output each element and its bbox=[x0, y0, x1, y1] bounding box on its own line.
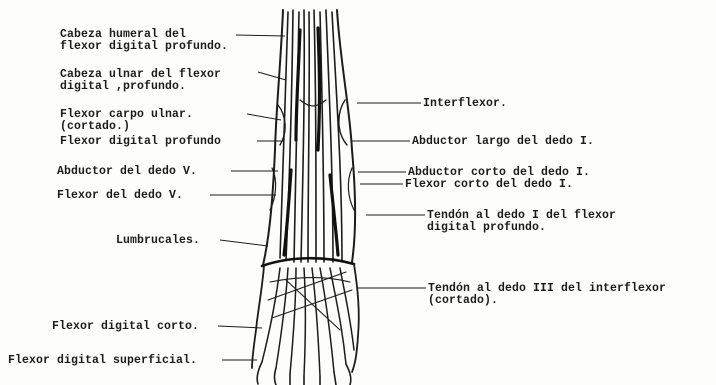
label-cabeza-ulnar: Cabeza ulnar del flexor digital ,profund… bbox=[60, 69, 221, 93]
label-flexor-corto-dedo-i: Flexor corto del dedo I. bbox=[405, 179, 573, 191]
label-tendon-dedo-i: Tendón al dedo I del flexor digital prof… bbox=[427, 210, 616, 234]
label-flexor-dedo-v: Flexor del dedo V. bbox=[57, 190, 183, 202]
label-flexor-digital-corto: Flexor digital corto. bbox=[52, 321, 199, 333]
forearm-outline-left bbox=[263, 10, 283, 265]
forearm-fibers bbox=[280, 10, 342, 262]
muscle-bulge-right bbox=[339, 100, 347, 145]
label-abductor-dedo-v: Abductor del dedo V. bbox=[57, 166, 197, 178]
label-flexor-digital-superficial: Flexor digital superficial. bbox=[8, 355, 197, 367]
palm-outline-right bbox=[352, 264, 359, 372]
label-lumbrucales: Lumbrucales. bbox=[116, 235, 200, 247]
forearm-outline-right bbox=[337, 10, 355, 262]
label-flexor-digital-profundo: Flexor digital profundo bbox=[60, 136, 221, 148]
palm-tendons bbox=[262, 268, 354, 376]
leader-lumbrucales bbox=[220, 240, 268, 246]
label-cabeza-humeral: Cabeza humeral del flexor digital profun… bbox=[60, 29, 228, 53]
label-interflexor: Interflexor. bbox=[423, 98, 507, 110]
leader-cabeza-ulnar bbox=[258, 72, 286, 80]
leader-flexor-digital-corto bbox=[218, 326, 262, 328]
palm-outline-left bbox=[252, 266, 264, 368]
label-flexor-carpo-ulnar: Flexor carpo ulnar. (cortado.) bbox=[60, 109, 193, 133]
label-tendon-dedo-iii: Tendón al dedo III del interflexor (cort… bbox=[428, 283, 666, 307]
leader-cabeza-humeral bbox=[236, 35, 285, 36]
label-abductor-largo-dedo-i: Abductor largo del dedo I. bbox=[412, 136, 594, 148]
